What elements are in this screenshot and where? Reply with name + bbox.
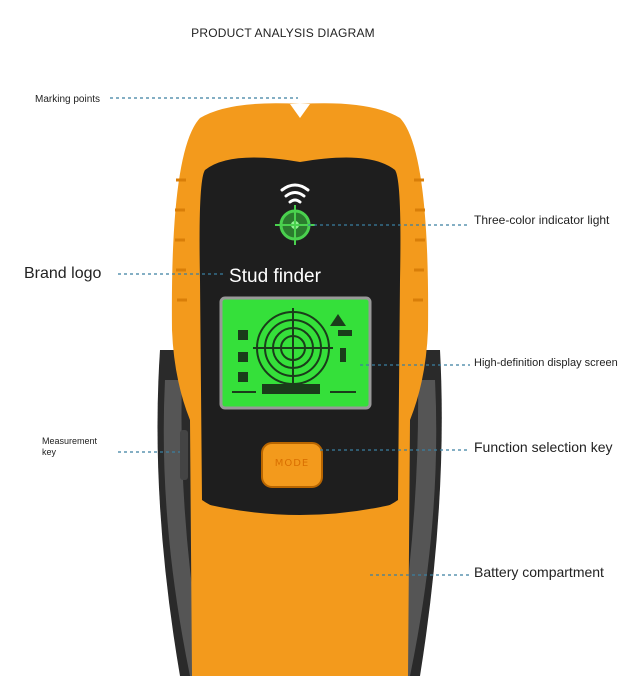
- label-measurement-key: Measurement key: [42, 436, 98, 457]
- label-marking-points: Marking points: [35, 94, 101, 105]
- label-indicator-light: Three-color indicator light: [474, 213, 610, 227]
- label-display-screen: High-definition display screen: [474, 357, 618, 369]
- mode-key[interactable]: [261, 442, 323, 488]
- label-brand-logo: Brand logo: [24, 265, 102, 282]
- brand-logo-text: Stud finder: [229, 266, 321, 287]
- label-battery-compartment: Battery compartment: [474, 564, 604, 580]
- label-function-key: Function selection key: [474, 439, 613, 455]
- mode-key-label: MODE: [274, 458, 310, 469]
- measurement-key[interactable]: [180, 430, 188, 480]
- diagram-title: PRODUCT ANALYSIS DIAGRAM: [191, 26, 375, 40]
- display-screen: [219, 296, 372, 410]
- signal-icon: [280, 183, 310, 204]
